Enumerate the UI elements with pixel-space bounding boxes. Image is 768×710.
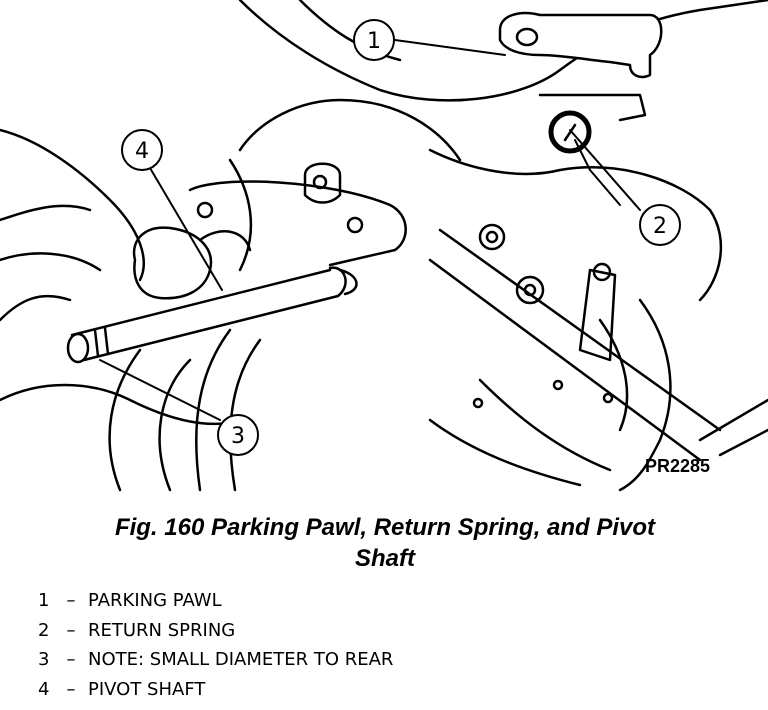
legend: 1–PARKING PAWL 2–RETURN SPRING 3–NOTE: S… xyxy=(38,590,393,708)
legend-text: NOTE: SMALL DIAMETER TO REAR xyxy=(88,649,394,670)
callout-4: 4 xyxy=(121,129,163,171)
figure-code: PR2285 xyxy=(645,456,711,476)
callout-3: 3 xyxy=(217,414,259,456)
callout-1: 1 xyxy=(353,19,395,61)
parking-pawl-illustration: 1 2 3 4 xyxy=(0,0,768,492)
legend-number: 4 xyxy=(38,678,50,700)
legend-dash: – xyxy=(66,649,76,670)
legend-number: 3 xyxy=(38,649,50,670)
pivot-shaft xyxy=(66,266,358,364)
caption-line-2: Shaft xyxy=(355,545,415,572)
technician-hand xyxy=(0,128,252,426)
legend-text: RETURN SPRING xyxy=(88,619,236,641)
legend-item: 3–NOTE: SMALL DIAMETER TO REAR xyxy=(38,649,393,679)
transmission-case xyxy=(108,0,768,492)
svg-text:1: 1 xyxy=(367,29,381,54)
parking-pawl xyxy=(498,11,663,122)
legend-text: PIVOT SHAFT xyxy=(88,678,206,700)
return-spring xyxy=(548,110,592,154)
figure-caption: Fig. 160 Parking Pawl, Return Spring, an… xyxy=(40,512,730,574)
legend-dash: – xyxy=(66,678,76,700)
legend-item: 4–PIVOT SHAFT xyxy=(38,679,393,709)
legend-text: PARKING PAWL xyxy=(88,590,222,611)
legend-dash: – xyxy=(66,590,76,611)
legend-number: 1 xyxy=(38,590,50,611)
legend-dash: – xyxy=(66,619,76,641)
legend-item: 1–PARKING PAWL xyxy=(38,590,393,620)
caption-line-1: Fig. 160 Parking Pawl, Return Spring, an… xyxy=(114,514,656,541)
legend-item: 2–RETURN SPRING xyxy=(38,620,393,650)
legend-number: 2 xyxy=(38,619,50,641)
pawl-bracket xyxy=(188,162,617,409)
leader-lines xyxy=(99,39,641,421)
svg-text:4: 4 xyxy=(135,139,149,164)
svg-text:3: 3 xyxy=(231,424,245,449)
svg-text:2: 2 xyxy=(653,214,667,239)
callout-2: 2 xyxy=(639,204,681,246)
